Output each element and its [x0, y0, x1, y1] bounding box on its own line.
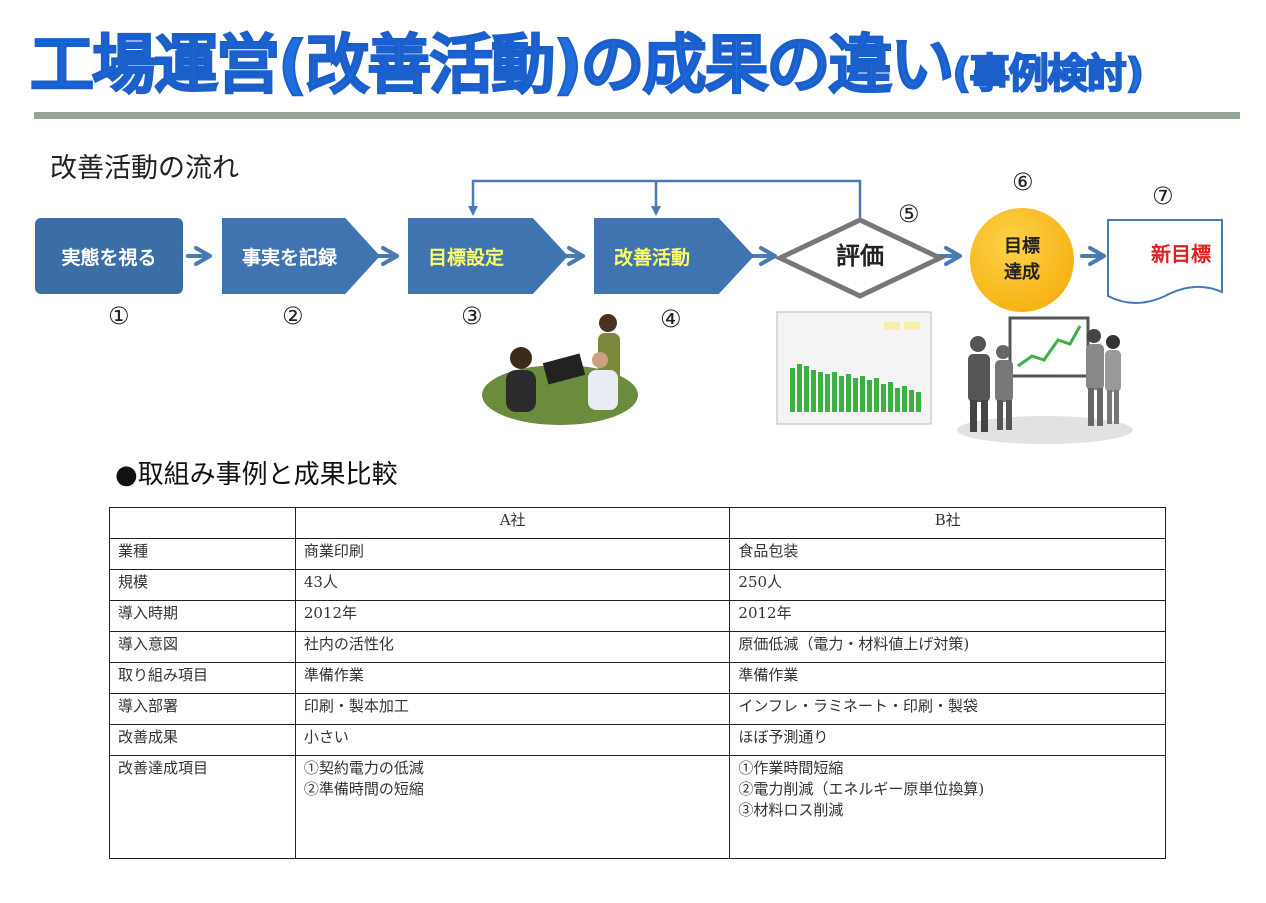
- table-row: 改善成果 小さい ほぼ予測通り: [109, 724, 1166, 756]
- cell-b-line: ①作業時間短縮: [738, 759, 844, 777]
- cell-a-line: ①契約電力の低減: [303, 759, 424, 777]
- title-divider: [34, 112, 1240, 119]
- step-number-3: ③: [461, 302, 483, 330]
- step-number-7: ⑦: [1152, 182, 1174, 210]
- cell-b: 2012年: [729, 600, 1166, 632]
- arrow-6-7: [1080, 246, 1106, 266]
- title-sub: (事例検討): [952, 50, 1146, 98]
- cell-b: 準備作業: [729, 662, 1166, 694]
- table-row: 導入部署 印刷・製本加工 インフレ・ラミネート・印刷・製袋: [109, 693, 1166, 725]
- step-number-4: ④: [660, 305, 682, 333]
- arrow-4-5: [751, 246, 777, 266]
- header-company-a: A社: [294, 507, 731, 539]
- cell-b-line: ③材料ロス削減: [738, 801, 844, 819]
- cell-b-line: ②電力削減（エネルギー原単位換算): [738, 780, 985, 798]
- flow-step-achieve: 目標 達成: [970, 208, 1074, 312]
- header-company-b: B社: [729, 507, 1166, 539]
- cell-b: ①作業時間短縮 ②電力削減（エネルギー原単位換算) ③材料ロス削減: [729, 755, 1166, 859]
- table-row: 取り組み項目 準備作業 準備作業: [109, 662, 1166, 694]
- title-main: 工場運営(改善活動)の成果の違い: [29, 28, 955, 104]
- cell-a: 印刷・製本加工: [294, 693, 731, 725]
- achieve-label-line1: 目標: [1004, 236, 1040, 257]
- step-number-1: ①: [108, 302, 130, 330]
- cell-a: ①契約電力の低減 ②準備時間の短縮: [294, 755, 731, 859]
- cell-b: 250人: [729, 569, 1166, 601]
- row-label: 改善成果: [109, 724, 296, 756]
- flow-step-set-goal: 目標設定: [408, 218, 568, 294]
- step-number-2: ②: [282, 302, 304, 330]
- row-label: 業種: [109, 538, 296, 570]
- cell-a: 社内の活性化: [294, 631, 731, 663]
- cell-b: 原価低減（電力・材料値上げ対策): [729, 631, 1166, 663]
- flow-heading: 改善活動の流れ: [50, 153, 239, 184]
- step-number-5: ⑤: [898, 200, 920, 228]
- presentation-illustration: [957, 316, 1133, 444]
- cell-a-line: ②準備時間の短縮: [303, 780, 424, 798]
- cell-a: 2012年: [294, 600, 731, 632]
- step-number-6: ⑥: [1012, 168, 1034, 196]
- case-comparison-table: A社 B社 業種 商業印刷 食品包装 規模 43人 250人 導入時期 2012…: [109, 507, 1166, 859]
- table-row: 業種 商業印刷 食品包装: [109, 538, 1166, 570]
- table-row: 規模 43人 250人: [109, 569, 1166, 601]
- new-goal-document: [1107, 219, 1223, 304]
- arrow-1-2: [186, 246, 212, 266]
- table-row: 導入意図 社内の活性化 原価低減（電力・材料値上げ対策): [109, 631, 1166, 663]
- header-blank: [109, 507, 296, 539]
- flow-step-improve: 改善活動: [594, 218, 754, 294]
- feedback-loop-line: [468, 179, 862, 222]
- cell-a: 準備作業: [294, 662, 731, 694]
- arrow-5-6: [936, 246, 962, 266]
- evaluation-diamond: [774, 217, 946, 299]
- table-row: 導入時期 2012年 2012年: [109, 600, 1166, 632]
- table-header-row: A社 B社: [109, 507, 1166, 539]
- cell-b: インフレ・ラミネート・印刷・製袋: [729, 693, 1166, 725]
- cell-a: 43人: [294, 569, 731, 601]
- row-label: 導入意図: [109, 631, 296, 663]
- flow-step-observe: 実態を視る: [35, 218, 183, 294]
- row-label: 導入時期: [109, 600, 296, 632]
- evaluation-chart-illustration: [776, 311, 932, 425]
- row-label: 取り組み項目: [109, 662, 296, 694]
- table-row: 改善達成項目 ①契約電力の低減 ②準備時間の短縮 ①作業時間短縮 ②電力削減（エ…: [109, 755, 1166, 859]
- flow-step-evaluate: 評価: [836, 242, 884, 270]
- flow-step-new-goal: 新目標: [1151, 242, 1211, 266]
- achieve-label-line2: 達成: [1004, 262, 1040, 283]
- cell-b: ほぼ予測通り: [729, 724, 1166, 756]
- case-heading: ●取組み事例と成果比較: [115, 460, 398, 490]
- cell-a: 商業印刷: [294, 538, 731, 570]
- page-title: 工場運営(改善活動)の成果の違い(事例検討): [29, 14, 1260, 104]
- row-label: 導入部署: [109, 693, 296, 725]
- row-label: 改善達成項目: [109, 755, 296, 859]
- row-label: 規模: [109, 569, 296, 601]
- cell-b: 食品包装: [729, 538, 1166, 570]
- meeting-illustration: [482, 314, 638, 425]
- flow-step-record: 事実を記録: [222, 218, 380, 294]
- cell-a: 小さい: [294, 724, 731, 756]
